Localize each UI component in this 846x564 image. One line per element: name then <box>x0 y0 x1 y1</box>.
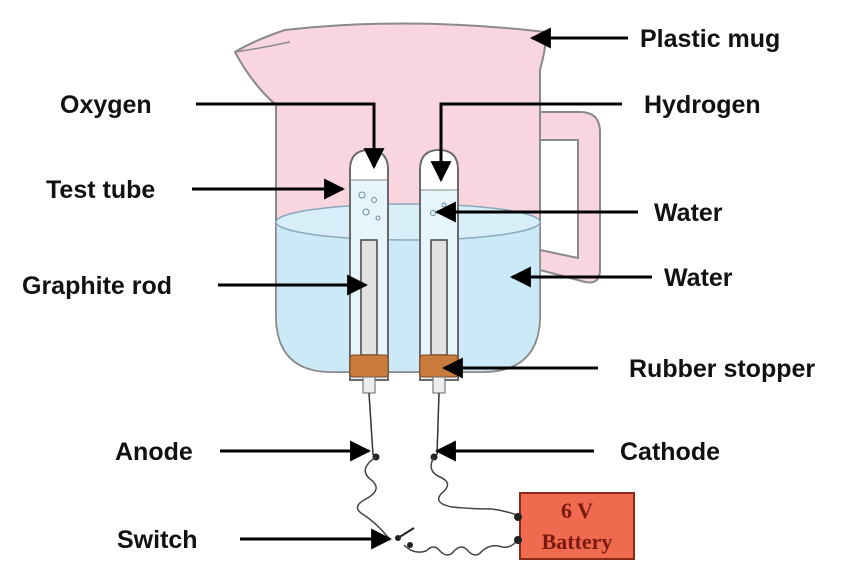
water-surface <box>275 203 541 241</box>
battery <box>519 492 635 560</box>
label-test-tube: Test tube <box>46 176 155 204</box>
label-switch: Switch <box>117 526 198 554</box>
arrow-hydrogen <box>430 102 622 183</box>
battery-terminal-bottom <box>514 536 522 544</box>
arrow-oxygen <box>196 102 385 170</box>
label-anode: Anode <box>115 438 193 466</box>
battery-terminal-top <box>514 513 522 521</box>
label-graphite-rod: Graphite rod <box>22 272 172 300</box>
stopper-connector-left <box>362 376 376 394</box>
battery-name: Battery <box>542 529 613 554</box>
mug-spout <box>234 41 291 53</box>
mug-handle <box>534 111 601 284</box>
stopper-connector-right <box>432 376 446 394</box>
label-oxygen: Oxygen <box>60 91 152 119</box>
rubber-stopper-left <box>349 354 389 378</box>
rubber-stopper-right <box>419 354 459 378</box>
label-rubber-stopper: Rubber stopper <box>629 355 815 383</box>
wire-switch-to-battery <box>403 536 521 556</box>
label-plastic-mug: Plastic mug <box>640 25 780 53</box>
label-water-mug: Water <box>664 264 733 292</box>
label-cathode: Cathode <box>620 438 720 466</box>
cathode-wire <box>436 392 440 456</box>
graphite-rod-left <box>360 239 378 356</box>
wire-cathode-to-battery <box>430 456 525 520</box>
label-water-tube: Water <box>654 199 723 227</box>
switch <box>395 527 415 548</box>
label-hydrogen: Hydrogen <box>644 91 761 119</box>
battery-voltage: 6 V <box>561 498 593 523</box>
wire-anode-to-switch <box>356 456 391 540</box>
anode-wire <box>368 392 374 456</box>
graphite-rod-right <box>430 239 448 356</box>
